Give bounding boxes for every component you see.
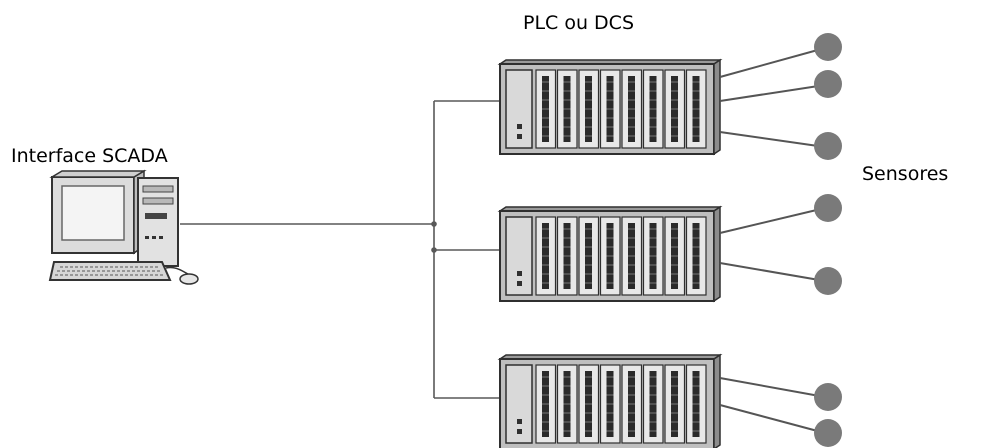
network-wiring bbox=[180, 100, 500, 399]
bus-junction-dot bbox=[431, 221, 437, 227]
sensor-wiring bbox=[719, 47, 826, 434]
sensor-node-icon bbox=[814, 33, 842, 61]
sensor-node-icon bbox=[814, 194, 842, 222]
plc-racks bbox=[497, 58, 723, 448]
sensor-link-line bbox=[719, 262, 826, 282]
plc-rack-icon bbox=[497, 205, 723, 303]
desktop-computer-icon bbox=[48, 169, 199, 285]
sensor-link-line bbox=[719, 207, 826, 234]
sensors-label: Sensores bbox=[862, 163, 949, 185]
sensor-node-icon bbox=[814, 70, 842, 98]
plc-rack-icon bbox=[497, 58, 723, 156]
sensor-link-line bbox=[719, 131, 826, 148]
plc-dcs-label: PLC ou DCS bbox=[523, 12, 635, 34]
sensor-link-line bbox=[719, 377, 826, 398]
bus-junction-dot bbox=[431, 247, 437, 253]
sensor-node-icon bbox=[814, 383, 842, 411]
sensor-node-icon bbox=[814, 419, 842, 447]
scada-interface-label: Interface SCADA bbox=[11, 145, 168, 167]
sensor-link-line bbox=[719, 404, 826, 434]
plc-rack-icon bbox=[497, 353, 723, 448]
sensor-node-icon bbox=[814, 267, 842, 295]
sensor-nodes bbox=[814, 33, 842, 447]
sensor-node-icon bbox=[814, 132, 842, 160]
sensor-link-line bbox=[719, 47, 826, 78]
sensor-link-line bbox=[719, 84, 826, 102]
